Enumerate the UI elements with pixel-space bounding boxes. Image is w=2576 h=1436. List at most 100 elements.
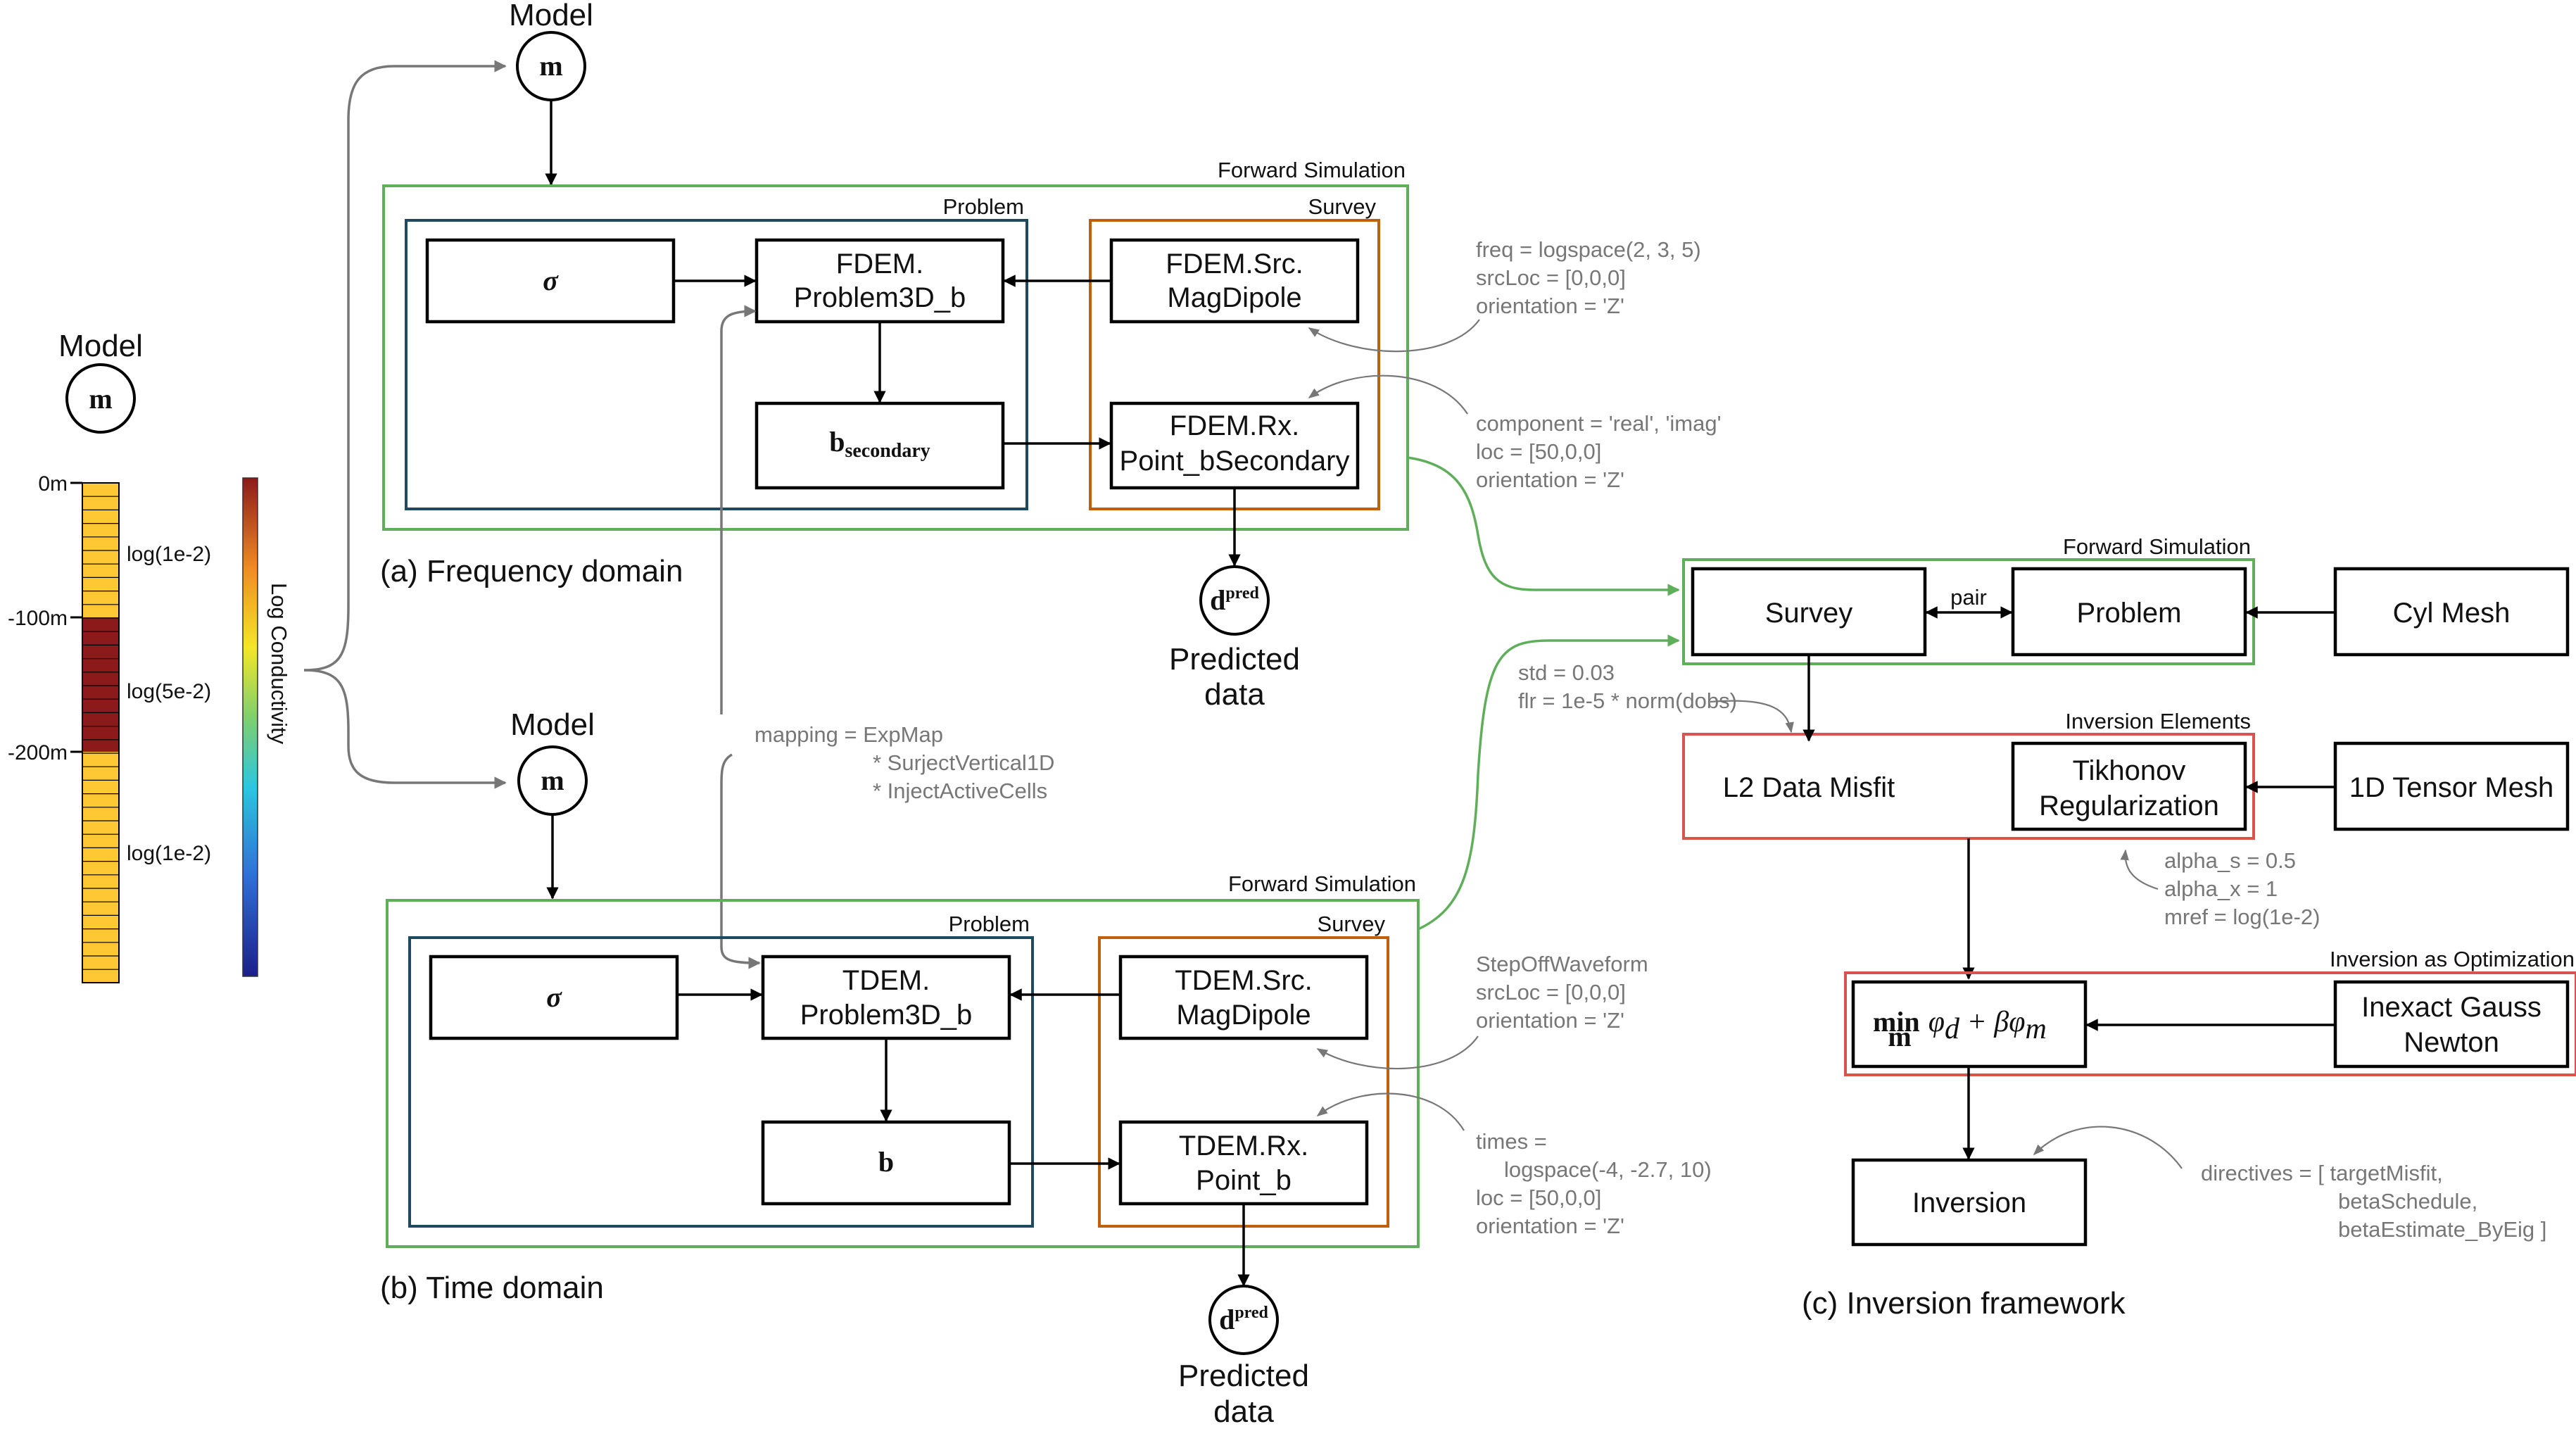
frequency-domain-panel: Model m Forward Simulation Problem Surve… bbox=[380, 0, 1722, 712]
layer-middle bbox=[82, 617, 119, 752]
inv-reg-note-pointer bbox=[2120, 849, 2159, 890]
inv-directive-note-2: betaSchedule, bbox=[2338, 1189, 2477, 1214]
layer-outline bbox=[82, 482, 120, 983]
model-symbol: m bbox=[89, 383, 112, 415]
freq-rx-box bbox=[1109, 401, 1360, 490]
mapping-note-3: * InjectActiveCells bbox=[873, 779, 1047, 803]
inv-reg-note-1: alpha_s = 0.5 bbox=[2164, 848, 2296, 873]
freq-model-title: Model bbox=[509, 0, 593, 32]
branch-arrow-time bbox=[303, 669, 507, 789]
time-rx-note-1: times = bbox=[1476, 1129, 1547, 1154]
depth-tick-100: -100m bbox=[8, 607, 68, 630]
freq-rx-note-2: loc = [50,0,0] bbox=[1476, 439, 1601, 464]
mapping-arrow-time bbox=[720, 753, 761, 969]
inv-data-note-pointer bbox=[1710, 700, 1794, 733]
inv-optimizer-line1: Inexact Gauss bbox=[2361, 992, 2542, 1023]
freq-rx-note-pointer bbox=[1308, 374, 1468, 415]
time-caption: (b) Time domain bbox=[380, 1271, 604, 1305]
inv-reg-note-2: alpha_x = 1 bbox=[2164, 876, 2278, 901]
branch-arrow-frequency bbox=[303, 60, 507, 672]
depth-tick-200: -200m bbox=[8, 741, 68, 764]
layer-label-middle: log(5e-2) bbox=[127, 680, 211, 703]
freq-src-line2: MagDipole bbox=[1167, 282, 1301, 313]
time-src-note-1: StepOffWaveform bbox=[1476, 952, 1648, 976]
time-pred-symbol: dpred bbox=[1219, 1304, 1268, 1335]
time-rx-line2: Point_b bbox=[1196, 1165, 1292, 1196]
inv-elements-label: Inversion Elements bbox=[2065, 709, 2251, 733]
inv-survey-text: Survey bbox=[1765, 598, 1853, 629]
time-src-line1: TDEM.Src. bbox=[1175, 965, 1313, 996]
time-forward-frame bbox=[386, 899, 1420, 1248]
inversion-framework-panel: Forward Simulation Survey Problem pair C… bbox=[1518, 534, 2576, 1321]
time-src-note-pointer bbox=[1316, 1035, 1479, 1070]
inv-data-note-2: flr = 1e-5 * norm(dobs) bbox=[1518, 688, 1737, 713]
freq-caption: (a) Frequency domain bbox=[380, 554, 683, 588]
freq-rx-note-1: component = 'real', 'imag' bbox=[1476, 411, 1722, 436]
colorbar bbox=[242, 477, 258, 977]
inv-directive-note-3: betaEstimate_ByEig ] bbox=[2338, 1217, 2546, 1242]
model-title: Model bbox=[58, 329, 143, 363]
freq-to-inversion-connector bbox=[1407, 456, 1680, 596]
time-rx-note-3: loc = [50,0,0] bbox=[1476, 1185, 1601, 1210]
depth-tick-0: 0m bbox=[38, 472, 68, 496]
inv-survey-box bbox=[1691, 567, 1927, 657]
layer-label-top: log(1e-2) bbox=[127, 543, 211, 566]
inv-optimizer-line2: Newton bbox=[2404, 1027, 2499, 1058]
layer-bottom bbox=[82, 752, 119, 983]
freq-forward-label: Forward Simulation bbox=[1218, 158, 1406, 182]
freq-rx-line1: FDEM.Rx. bbox=[1170, 410, 1299, 441]
freq-src-line1: FDEM.Src. bbox=[1166, 248, 1303, 279]
inv-inversion-box bbox=[1851, 1158, 2088, 1247]
time-rx-note-4: orientation = 'Z' bbox=[1476, 1214, 1624, 1238]
inv-directive-note-pointer bbox=[2033, 1126, 2183, 1169]
time-problem-box bbox=[761, 955, 1011, 1040]
inv-problem-text: Problem bbox=[2077, 598, 2182, 629]
time-to-inversion-connector bbox=[1418, 634, 1680, 931]
inv-problem-box bbox=[2011, 567, 2247, 657]
time-rx-box bbox=[1118, 1120, 1369, 1206]
freq-src-box bbox=[1109, 238, 1360, 324]
inv-objective-min-sub: m bbox=[1888, 1021, 1911, 1052]
time-problem-line1: TDEM. bbox=[842, 965, 930, 996]
inv-cyl-mesh-text: Cyl Mesh bbox=[2393, 598, 2511, 629]
freq-src-note-2: srcLoc = [0,0,0] bbox=[1476, 265, 1626, 290]
model-node bbox=[65, 363, 136, 434]
freq-src-note-pointer bbox=[1308, 319, 1480, 353]
freq-forward-frame bbox=[382, 184, 1409, 531]
time-src-note-3: orientation = 'Z' bbox=[1476, 1008, 1624, 1033]
freq-problem-line1: FDEM. bbox=[836, 248, 923, 279]
layer-cell-lines bbox=[82, 496, 119, 970]
time-pred-node bbox=[1208, 1285, 1279, 1355]
freq-src-note-3: orientation = 'Z' bbox=[1476, 294, 1624, 318]
time-problem-label: Problem bbox=[949, 912, 1030, 936]
inv-regularization-line2: Regularization bbox=[2039, 791, 2219, 821]
mapping-note-1: mapping = ExpMap bbox=[755, 722, 943, 747]
freq-problem-box bbox=[755, 238, 1005, 324]
model-column: Model m 0m -100m -200m log(1e-2) log(5e-… bbox=[8, 60, 507, 983]
inv-optimization-frame bbox=[1844, 971, 2576, 1076]
freq-pred-label-2: data bbox=[1204, 677, 1265, 712]
layer-label-bottom: log(1e-2) bbox=[127, 842, 211, 865]
freq-field-symbol: bsecondary bbox=[829, 426, 930, 462]
time-problem-line2: Problem3D_b bbox=[800, 1000, 973, 1031]
time-sigma-symbol: σ bbox=[546, 981, 562, 1013]
freq-pred-label-1: Predicted bbox=[1169, 642, 1300, 676]
inv-caption: (c) Inversion framework bbox=[1802, 1286, 2126, 1321]
freq-problem-frame bbox=[405, 219, 1028, 510]
layer-column bbox=[82, 482, 120, 983]
depth-axis: 0m -100m -200m bbox=[8, 472, 82, 764]
inv-optimization-label: Inversion as Optimization bbox=[2330, 947, 2575, 971]
time-forward-label: Forward Simulation bbox=[1228, 871, 1416, 896]
freq-sigma-box bbox=[425, 238, 676, 324]
freq-pred-symbol: dpred bbox=[1210, 584, 1259, 616]
time-rx-note-2: logspace(-4, -2.7, 10) bbox=[1504, 1157, 1712, 1182]
time-src-box bbox=[1118, 955, 1369, 1040]
inv-regularization-line1: Tikhonov bbox=[2073, 755, 2186, 786]
time-model-title: Model bbox=[510, 707, 595, 742]
inv-regularization-box bbox=[2011, 741, 2247, 831]
inv-forward-label: Forward Simulation bbox=[2063, 534, 2251, 559]
time-field-box bbox=[761, 1120, 1011, 1206]
freq-rx-line2: Point_bSecondary bbox=[1120, 446, 1350, 477]
